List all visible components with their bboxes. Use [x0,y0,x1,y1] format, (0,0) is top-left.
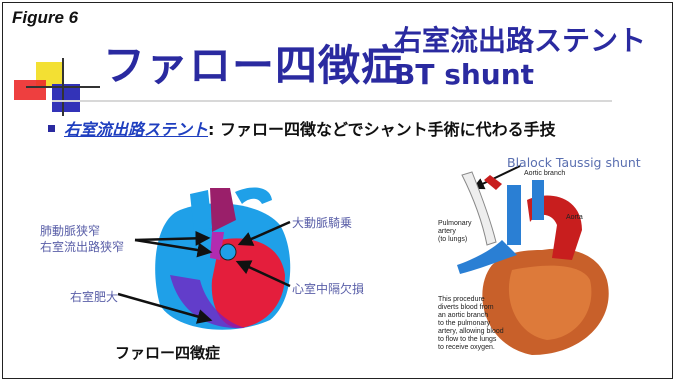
note-line-7: to receive oxygen. [438,344,504,352]
pulmonary-line-1: Pulmonary [438,220,471,228]
left-diagram-caption: ファロー四徴症 [115,342,220,363]
pulmonary-line-2: artery [438,228,471,236]
procedure-note: This procedure diverts blood from an aor… [438,296,504,352]
note-line-6: to flow to the lungs [438,336,504,344]
label-aorta: Aorta [566,214,583,222]
note-line-5: artery, allowing blood [438,328,504,336]
note-line-3: an aortic branch [438,312,504,320]
label-pulmonary-artery: Pulmonary artery (to lungs) [438,220,471,244]
note-line-2: diverts blood from [438,304,504,312]
note-line-1: This procedure [438,296,504,304]
note-line-4: to the pulmonary [438,320,504,328]
label-aortic-branch: Aortic branch [524,170,565,178]
bt-shunt-title: Blalock Taussig shunt [507,155,641,170]
pulmonary-line-3: (to lungs) [438,236,471,244]
